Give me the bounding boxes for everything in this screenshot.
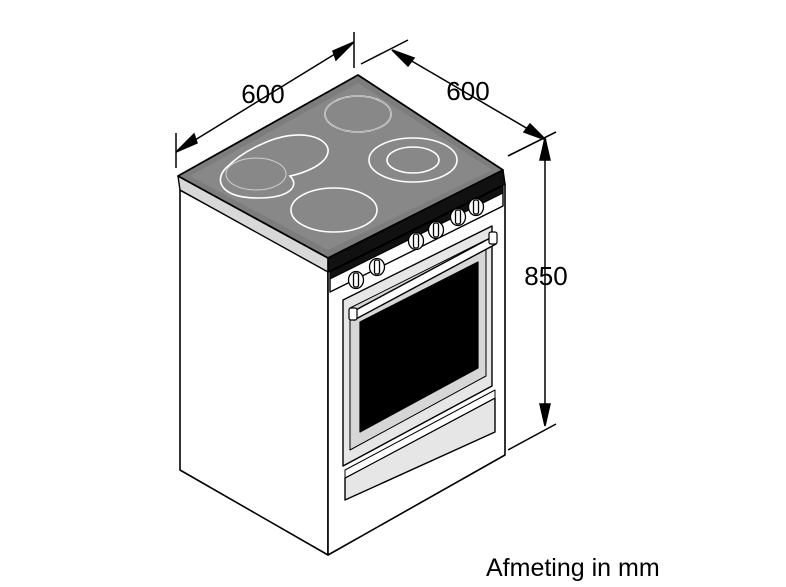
knob-2[interactable] — [368, 257, 386, 277]
depth-arrow-bottom — [522, 122, 547, 141]
width-arrow-left — [175, 132, 198, 153]
height-arrow-bottom — [539, 403, 551, 427]
depth-arrow-top — [391, 49, 416, 68]
oven-window — [359, 261, 479, 433]
oven-door-handle[interactable] — [348, 231, 498, 321]
cooking-zone-front-left-inner — [225, 157, 287, 191]
cooking-zone-back-left-inner — [324, 95, 392, 133]
storage-drawer[interactable] — [344, 389, 496, 501]
unit-caption: Afmeting in mm — [486, 554, 660, 582]
cooking-zone-front — [290, 187, 378, 233]
depth-dimension-line — [397, 52, 541, 137]
storage-drawer-recess — [344, 389, 496, 479]
height-extension-bottom — [507, 423, 557, 451]
oven-door — [342, 225, 498, 467]
cooking-zone-right-inner — [386, 146, 440, 174]
hob-glass-inner — [190, 83, 492, 250]
dimension-lines — [175, 32, 557, 451]
control-knobs — [347, 197, 485, 290]
knob-1[interactable] — [347, 270, 365, 290]
width-arrow-right — [332, 41, 355, 62]
width-dimension-line — [181, 45, 349, 149]
depth-extension-left — [360, 39, 409, 65]
knob-3[interactable] — [407, 231, 425, 251]
cooking-zone-right-outer — [368, 137, 458, 183]
height-arrow-top — [539, 137, 551, 161]
cooker — [177, 74, 506, 556]
cooking-zone-front-left — [219, 134, 329, 199]
height-label: 850 — [524, 261, 567, 291]
cooking-zones — [219, 95, 458, 233]
depth-label: 600 — [446, 76, 489, 106]
width-label: 600 — [241, 79, 284, 109]
knob-6[interactable] — [467, 197, 485, 217]
knob-4[interactable] — [427, 220, 445, 240]
height-extension-top — [507, 131, 557, 157]
knob-5[interactable] — [449, 207, 467, 227]
